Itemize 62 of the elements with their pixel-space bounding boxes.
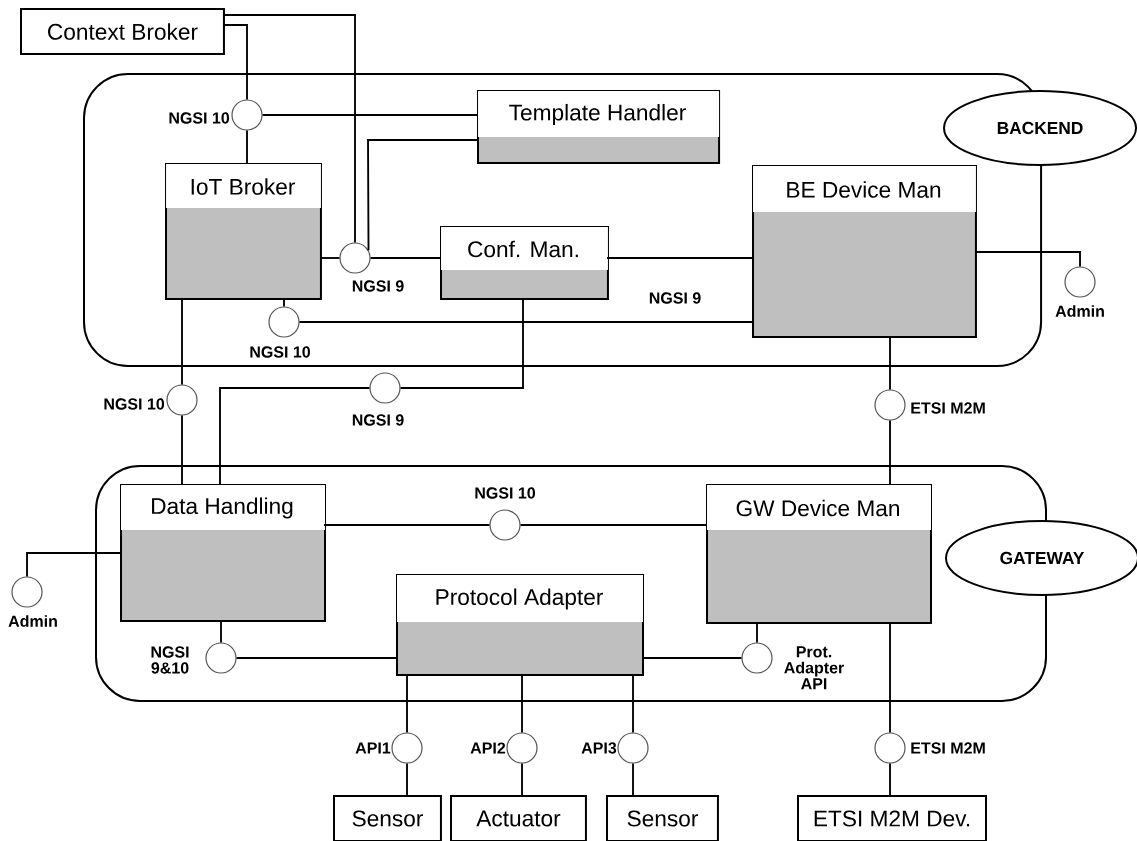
- connector-line: [261, 114, 478, 116]
- connector-line: [319, 257, 341, 259]
- connector-line: [219, 387, 371, 485]
- connector-line: [298, 321, 753, 323]
- connector-line: [519, 524, 707, 526]
- interface-label: Prot. Adapter API: [784, 646, 844, 690]
- node-label: BACKEND: [997, 121, 1083, 135]
- connector-line: [283, 297, 285, 308]
- connector-line: [399, 297, 524, 389]
- interface-label: NGSI 9: [649, 292, 701, 304]
- component-box: IoT Broker: [165, 163, 322, 300]
- component-box: GW Device Man: [706, 484, 932, 624]
- connector-line: [235, 657, 397, 659]
- connector-line: [181, 297, 183, 386]
- connector-line: [323, 524, 491, 526]
- interface-label: ETSI M2M: [911, 742, 985, 754]
- connector-line: [889, 762, 891, 796]
- connector-line: [889, 335, 891, 391]
- interface-label: API2: [470, 742, 506, 754]
- text-box: Sensor: [606, 795, 719, 841]
- interface-label: Admin: [8, 615, 57, 627]
- component-box: BE Device Man: [752, 165, 977, 338]
- connector-line: [521, 762, 523, 796]
- connector-line: [181, 414, 183, 485]
- text-box: Actuator: [450, 795, 587, 841]
- node-label: GATEWAY: [1000, 551, 1085, 565]
- connector-line: [974, 251, 1081, 268]
- connector-line: [756, 621, 758, 644]
- connector-line: [220, 619, 222, 644]
- connector-line: [641, 657, 743, 659]
- interface-label: NGSI 9: [352, 280, 404, 292]
- connector-line: [367, 139, 478, 252]
- connector-line: [406, 673, 408, 734]
- connector-line: [632, 762, 634, 796]
- connector-line: [222, 14, 356, 244]
- connector-line: [521, 673, 523, 734]
- component-box: Conf. Man.: [440, 226, 609, 300]
- text-box: Sensor: [333, 795, 442, 841]
- connector-line: [246, 129, 248, 164]
- interface-label: NGSI 10: [104, 398, 165, 410]
- interface-label: API3: [581, 742, 617, 754]
- interface-label: NGSI 9: [352, 414, 404, 426]
- text-box: Context Broker: [20, 8, 225, 56]
- interface-label: NGSI 9&10: [151, 646, 189, 674]
- connector-line: [632, 673, 634, 734]
- interface-label: ETSI M2M: [911, 402, 985, 414]
- component-box: Data Handling: [120, 484, 326, 622]
- interface-label: NGSI 10: [169, 112, 230, 124]
- text-box: ETSI M2M Dev.: [797, 795, 987, 841]
- interface-label: NGSI 10: [250, 346, 310, 358]
- interface-label: Admin: [1055, 305, 1104, 317]
- connector-line: [369, 257, 441, 259]
- interface-label: API1: [355, 742, 391, 754]
- connector-line: [889, 621, 891, 734]
- connector-line: [889, 419, 891, 485]
- connector-line: [406, 762, 408, 796]
- connector-line: [222, 24, 248, 101]
- component-box: Template Handler: [477, 90, 721, 164]
- component-box: Protocol Adapter: [396, 574, 644, 676]
- connector-line: [606, 257, 753, 259]
- connector-line: [26, 552, 121, 578]
- interface-label: NGSI 10: [475, 487, 535, 499]
